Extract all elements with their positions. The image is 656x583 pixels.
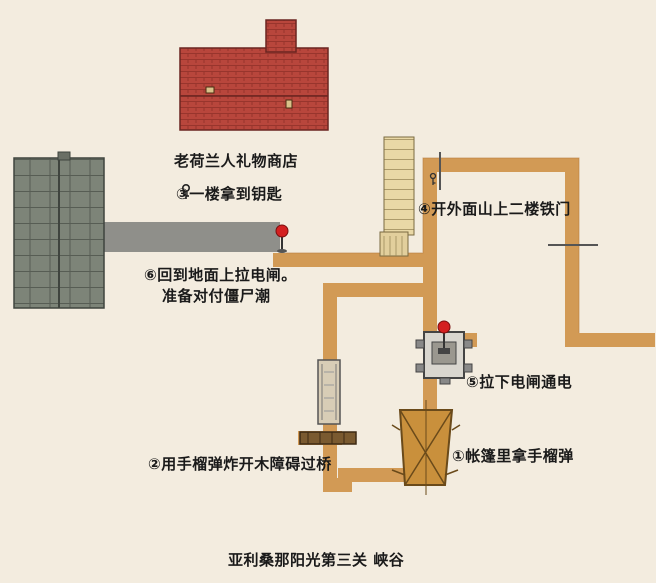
map-title: 亚利桑那阳光第三关 峡谷 xyxy=(228,551,405,569)
lever-pin xyxy=(275,224,289,253)
step-6-label-line2: 准备对付僵尸潮 xyxy=(162,287,271,305)
step-3-label: ③一楼拿到钥匙 xyxy=(176,184,282,204)
step-5-number: ⑤ xyxy=(466,373,480,391)
step-6-text-line1: 回到地面上拉电闸。 xyxy=(157,266,297,284)
stairs xyxy=(379,136,415,257)
wooden-barrier xyxy=(299,431,357,445)
step-6-number: ⑥ xyxy=(144,266,158,284)
step-4-label: ④开外面山上二楼铁门 xyxy=(418,199,571,219)
step-2-label: ②用手榴弹炸开木障碍过桥 xyxy=(148,454,332,474)
gray-road xyxy=(100,222,280,252)
step-1-text: 帐篷里拿手榴弹 xyxy=(465,447,574,465)
step-6-label: ⑥回到地面上拉电闸。 xyxy=(144,265,297,285)
step-5-label: ⑤拉下电闸通电 xyxy=(466,372,572,392)
step-1-label: ①帐篷里拿手榴弹 xyxy=(452,446,574,466)
step-4-text: 开外面山上二楼铁门 xyxy=(431,200,571,218)
tent xyxy=(391,400,461,495)
dutch-shop-label: 老荷兰人礼物商店 xyxy=(174,152,299,170)
step-2-number: ② xyxy=(148,455,162,473)
step-3-text: 一楼拿到钥匙 xyxy=(189,185,283,203)
step-4-number: ④ xyxy=(418,200,432,218)
key-icon xyxy=(182,184,190,199)
bridge xyxy=(317,359,341,425)
lever-pin xyxy=(437,320,451,354)
step-5-text: 拉下电闸通电 xyxy=(479,373,573,391)
dutch-shop-building xyxy=(179,19,329,131)
key-icon xyxy=(429,172,437,185)
step-2-text: 用手榴弹炸开木障碍过桥 xyxy=(161,455,332,473)
step-1-number: ① xyxy=(452,447,466,465)
gray-building xyxy=(13,151,105,309)
